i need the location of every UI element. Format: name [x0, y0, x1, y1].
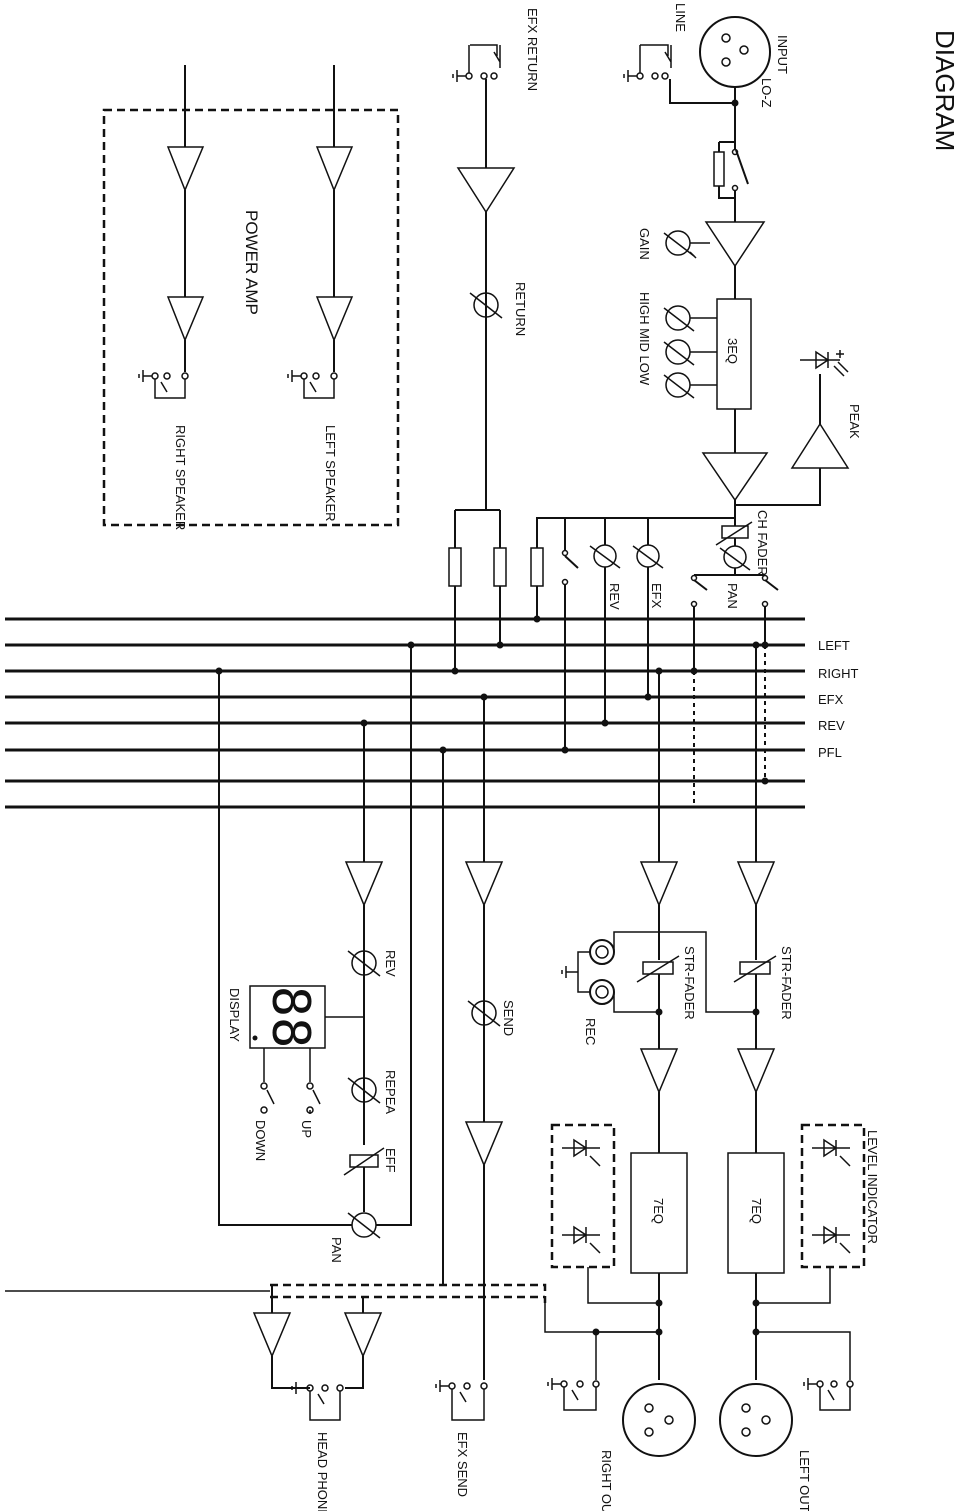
right-main-amp-1	[639, 861, 679, 907]
label-rev-effect: REV	[383, 950, 398, 977]
label-rev: REV	[607, 583, 622, 610]
label-up: UP	[299, 1120, 314, 1138]
peak-led-icon	[800, 350, 849, 377]
right-str-fader	[642, 961, 674, 975]
right-power-amp-stage1	[166, 146, 205, 192]
left-power-amp-stage1	[315, 146, 354, 192]
seven-segment-display: 88	[260, 986, 320, 1049]
label-str-fader-right: STR-FADER	[682, 946, 697, 1020]
bus-label-efx: EFX	[818, 692, 844, 707]
label-efx: EFX	[649, 583, 664, 609]
left-level-indicator	[800, 1123, 866, 1269]
xlr-input-connector	[699, 16, 771, 88]
eq3-block	[716, 298, 752, 410]
down-button-icon	[260, 1082, 275, 1114]
effect-pan-knob-icon	[347, 1212, 381, 1239]
label-7eq-left: 7EQ	[749, 1198, 764, 1224]
label-high-mid-low: HIGH MID LOW	[637, 292, 652, 386]
label-lo-z: LO-Z	[759, 78, 774, 108]
left-main-amp-2	[736, 1048, 776, 1094]
label-line: LINE	[673, 3, 688, 32]
label-left-out: LEFT OUT	[797, 1450, 812, 1511]
gain-knob-icon	[663, 230, 697, 259]
right-speaker-jack	[138, 370, 189, 399]
label-power-amp: POWER AMP	[242, 210, 261, 315]
peak-amp	[790, 422, 850, 469]
left-out-xlr	[719, 1383, 793, 1457]
display-frame	[249, 985, 326, 1049]
label-repea: REPEA	[383, 1070, 398, 1114]
line-jack	[623, 44, 672, 82]
efx-return-jack	[452, 44, 501, 82]
return-knob-icon	[469, 292, 503, 319]
label-ch-fader: CH FADER	[755, 510, 770, 576]
label-right-speaker: RIGHT SPEAKER	[173, 425, 188, 530]
efx-return-amp	[456, 167, 516, 214]
up-button-icon	[306, 1082, 321, 1114]
efx-send-jack	[435, 1380, 488, 1421]
rev-effect-amp	[344, 861, 384, 907]
label-display: DISPLAY	[227, 988, 242, 1042]
right-main-amp-2	[639, 1048, 679, 1094]
label-gain: GAIN	[637, 228, 652, 260]
left-7eq	[727, 1152, 785, 1274]
bus-lines	[5, 617, 805, 809]
headphone-amp-left	[343, 1312, 383, 1358]
bus-label-left: LEFT	[818, 638, 850, 653]
right-out-jack	[547, 1331, 659, 1411]
bus-label-rev: REV	[818, 718, 845, 733]
power-amp-box	[102, 108, 400, 527]
left-out-jack	[756, 1331, 854, 1411]
rev-knob-icon	[347, 950, 381, 977]
left-speaker-jack	[287, 370, 338, 399]
right-out-xlr	[622, 1383, 696, 1457]
label-return: RETURN	[513, 282, 528, 336]
gain-amp	[704, 221, 766, 268]
left-level-led-icon	[812, 1138, 851, 1254]
left-main-amp-1	[736, 861, 776, 907]
left-power-amp-stage2	[315, 296, 354, 342]
right-level-indicator	[550, 1123, 616, 1269]
label-rec: REC	[583, 1018, 598, 1045]
label-efx-return: EFX RETURN	[525, 8, 540, 91]
label-7eq-right: 7EQ	[651, 1198, 666, 1224]
eq-high-knob-icon	[663, 305, 717, 332]
efx-send-knob-icon	[632, 544, 664, 569]
label-head-phone: HEAD PHONE	[315, 1432, 330, 1511]
bus-label-pfl: PFL	[818, 745, 842, 760]
left-str-fader	[739, 961, 771, 975]
headphone-amp-right	[252, 1312, 292, 1358]
right-level-led-icon	[562, 1138, 601, 1254]
label-right-out: RIGHT OUT	[599, 1450, 614, 1511]
efx-send-amp-1	[464, 861, 504, 907]
label-input: INPUT	[775, 35, 790, 74]
rev-send-knob-icon	[589, 544, 621, 569]
right-power-amp-stage2	[166, 296, 205, 342]
label-pan: PAN	[725, 583, 740, 609]
label-left-speaker: LEFT SPEAKER	[323, 425, 338, 522]
label-efx-send: EFX SEND	[455, 1432, 470, 1497]
repeat-knob-icon	[347, 1077, 381, 1104]
eq-mid-knob-icon	[663, 339, 717, 366]
label-peak: PEAK	[847, 404, 862, 439]
rec-connector	[561, 939, 615, 1005]
efx-send-amp-2	[464, 1121, 504, 1167]
label-eff: EFF	[383, 1148, 398, 1173]
label-3eq: 3EQ	[725, 338, 740, 364]
label-str-fader-left: STR-FADER	[779, 946, 794, 1020]
bus-label-right: RIGHT	[818, 666, 859, 681]
pan-knob-icon	[719, 545, 751, 571]
right-7eq	[630, 1152, 688, 1274]
diagram-title: DIAGRAM	[930, 30, 960, 151]
label-down: DOWN	[253, 1120, 268, 1161]
send-knob-icon	[467, 1000, 501, 1027]
label-send: SEND	[501, 1000, 516, 1036]
label-pan-effect: PAN	[329, 1237, 344, 1263]
eq-low-knob-icon	[663, 372, 717, 399]
channel-amp	[701, 452, 769, 502]
label-level-indicator: LEVEL INDICATOR	[865, 1130, 880, 1244]
headphone-jack	[291, 1382, 344, 1421]
